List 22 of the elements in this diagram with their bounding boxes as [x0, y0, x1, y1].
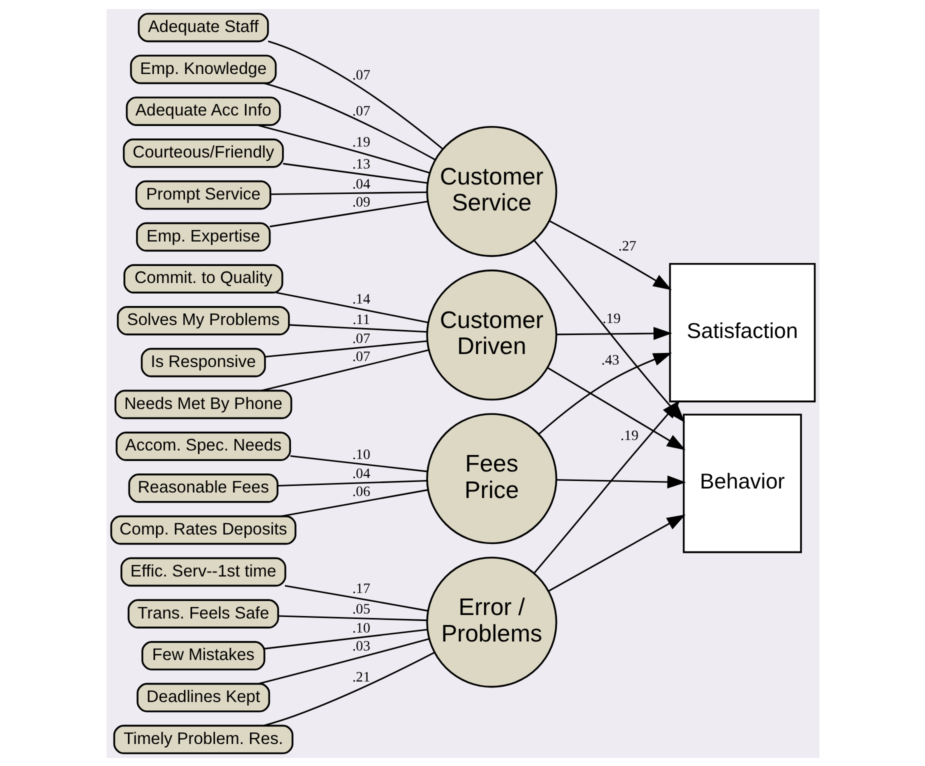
edge-label: .07	[352, 330, 370, 346]
edge-label: .19	[620, 427, 638, 444]
edge-label: .10	[352, 620, 370, 636]
edge-label: .43	[600, 352, 619, 368]
edge-label: .04	[352, 176, 370, 192]
edge-label: .27	[618, 238, 636, 254]
edge-label: .07	[352, 67, 370, 84]
edge-label: .19	[352, 134, 370, 150]
edge-label: .10	[352, 446, 370, 462]
edge-label: .14	[352, 290, 370, 307]
edge-label: .06	[352, 484, 370, 500]
edge-label: .04	[352, 466, 370, 482]
edge-label: .13	[352, 156, 370, 172]
edge-label: .21	[352, 669, 370, 686]
edge-label: .19	[602, 310, 620, 327]
edge-label: .09	[352, 194, 370, 210]
edge-label: .11	[352, 311, 370, 328]
edge-label: .05	[352, 600, 370, 617]
edge-label: .07	[352, 103, 370, 120]
edge-label: .07	[352, 348, 370, 364]
edge-label: .17	[352, 580, 370, 597]
edge-label: .03	[352, 638, 370, 654]
